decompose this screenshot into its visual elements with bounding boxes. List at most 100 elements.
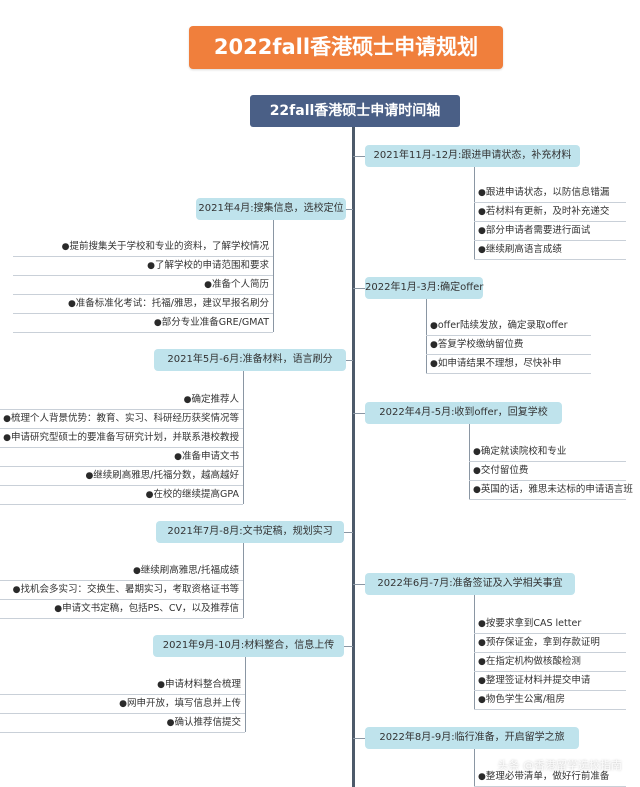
bullet-icon: ● [54, 604, 63, 614]
leaf-guide-line [243, 371, 244, 504]
list-item: ●如申请结果不理想，尽快补申 [430, 354, 636, 373]
list-item-label: 答复学校缴纳留位费 [437, 339, 524, 350]
list-item: ●预存保证金，拿到存款证明 [478, 633, 636, 652]
leaf-underline [474, 240, 626, 241]
leaf-underline [13, 332, 273, 333]
branch-connector [353, 156, 365, 157]
branch-connector [344, 646, 353, 647]
leaf-underline [474, 709, 626, 710]
leaf-underline [0, 694, 245, 695]
leaf-underline [474, 221, 626, 222]
timeline-root-node[interactable]: 22fall香港硕士申请时间轴 [250, 95, 460, 127]
branch-connector [353, 413, 365, 414]
list-item: ●确认推荐信提交 [0, 713, 241, 732]
list-item: ●若材料有更新，及时补充递交 [478, 202, 636, 221]
bullet-icon: ● [478, 207, 486, 217]
bullet-icon: ● [85, 471, 94, 481]
right-branch-node-2[interactable]: 2022年1月-3月:确定offer [365, 277, 483, 299]
list-item: ●整理必带清单，做好行前准备 [478, 767, 636, 786]
list-item-label: 确定推荐人 [191, 394, 239, 405]
bullet-icon: ● [147, 261, 155, 271]
leaf-underline [13, 294, 273, 295]
bullet-icon: ● [473, 447, 481, 457]
bullet-icon: ● [204, 280, 212, 290]
bullet-icon: ● [174, 452, 182, 462]
left-branch-node-3[interactable]: 2021年7月-8月:文书定稿，规划实习 [156, 521, 344, 543]
list-item: ●网申开放，填写信息并上传 [0, 694, 241, 713]
bullet-icon: ● [430, 340, 438, 350]
page-title: 2022fall香港硕士申请规划 [189, 26, 503, 69]
list-item-label: 继续刷高雅思/托福分数，越高越好 [93, 470, 239, 481]
left-branch-node-1[interactable]: 2021年4月:搜集信息，选校定位 [196, 198, 346, 220]
left-branch-node-4[interactable]: 2021年9月-10月:材料整合，信息上传 [153, 635, 344, 657]
bullet-icon: ● [478, 619, 486, 629]
list-item-label: 了解学校的申请范围和要求 [154, 260, 269, 271]
list-item: ●申请文书定稿，包括PS、CV，以及推荐信 [0, 599, 239, 618]
bullet-icon: ● [132, 566, 141, 576]
list-item: ●继续刷高语言成绩 [478, 240, 636, 259]
leaf-underline [0, 504, 243, 505]
branch-connector [353, 288, 365, 289]
list-item-label: 申请材料整合梳理 [164, 679, 241, 690]
bullet-icon: ● [3, 414, 11, 424]
leaf-guide-line [474, 167, 475, 259]
leaf-underline [474, 652, 626, 653]
list-item: ●offer陆续发放，确定录取offer [430, 316, 636, 335]
list-item: ●物色学生公寓/租房 [478, 690, 636, 709]
list-item-label: 按要求拿到CAS letter [485, 618, 582, 629]
list-item-label: 整理必带清单，做好行前准备 [485, 771, 610, 782]
right-branch-node-5[interactable]: 2022年8月-9月:临行准备，开启留学之旅 [365, 727, 579, 749]
bullet-icon: ● [473, 485, 481, 495]
leaf-underline [426, 354, 591, 355]
watermark: 头条 @香港留学选校指南 [497, 759, 623, 772]
list-item-label: 梳理个人背景优势：教育、实习、科研经历获奖情况等 [10, 413, 239, 424]
list-item: ●继续刷高雅思/托福成绩 [0, 561, 239, 580]
leaf-underline [474, 202, 626, 203]
leaf-underline [13, 313, 273, 314]
leaf-guide-line [245, 657, 246, 732]
left-branch-node-2[interactable]: 2021年5月-6月:准备材料，语言刷分 [154, 349, 346, 371]
list-item-label: 在指定机构做核酸检测 [485, 656, 581, 667]
bullet-icon: ● [478, 657, 486, 667]
bullet-icon: ● [166, 718, 175, 728]
leaf-underline [13, 256, 273, 257]
bullet-icon: ● [119, 699, 127, 709]
branch-connector [353, 584, 365, 585]
leaf-underline [426, 373, 591, 374]
bullet-icon: ● [153, 318, 162, 328]
bullet-icon: ● [430, 321, 438, 331]
list-item: ●英国的话，雅思未达标的申请语言班 [473, 480, 636, 499]
list-item: ●确定就读院校和专业 [473, 442, 636, 461]
bullet-icon: ● [67, 299, 76, 309]
list-item-label: 若材料有更新，及时补充递交 [485, 206, 610, 217]
list-item-label: 确定就读院校和专业 [480, 446, 567, 457]
leaf-underline [0, 485, 243, 486]
list-item: ●找机会多实习：交换生、暑期实习，考取资格证书等 [0, 580, 239, 599]
list-item: ●部分专业准备GRE/GMAT [0, 313, 269, 332]
list-item: ●确定推荐人 [0, 390, 239, 409]
bullet-icon: ● [430, 359, 438, 369]
bullet-icon: ● [145, 490, 154, 500]
branch-connector [353, 738, 365, 739]
leaf-underline [426, 335, 591, 336]
branch-connector [346, 360, 353, 361]
leaf-underline [0, 713, 245, 714]
bullet-icon: ● [478, 695, 486, 705]
right-branch-node-4[interactable]: 2022年6月-7月:准备签证及入学相关事宜 [365, 573, 575, 595]
bullet-icon: ● [478, 226, 486, 236]
right-branch-node-1[interactable]: 2021年11月-12月:跟进申请状态，补充材料 [365, 145, 580, 167]
leaf-underline [474, 690, 626, 691]
bullet-icon: ● [478, 638, 486, 648]
leaf-underline [0, 732, 245, 733]
list-item-label: 网申开放，填写信息并上传 [126, 698, 241, 709]
bullet-icon: ● [157, 680, 165, 690]
list-item-label: 申请文书定稿，包括PS、CV，以及推荐信 [62, 603, 239, 614]
leaf-underline [474, 633, 626, 634]
bullet-icon: ● [478, 772, 486, 782]
leaf-underline [469, 461, 626, 462]
list-item-label: 继续刷高雅思/托福成绩 [140, 565, 239, 576]
bullet-icon: ● [478, 245, 486, 255]
right-branch-node-3[interactable]: 2022年4月-5月:收到offer，回复学校 [365, 402, 562, 424]
list-item: ●了解学校的申请范围和要求 [0, 256, 269, 275]
timeline-spine [352, 127, 355, 787]
